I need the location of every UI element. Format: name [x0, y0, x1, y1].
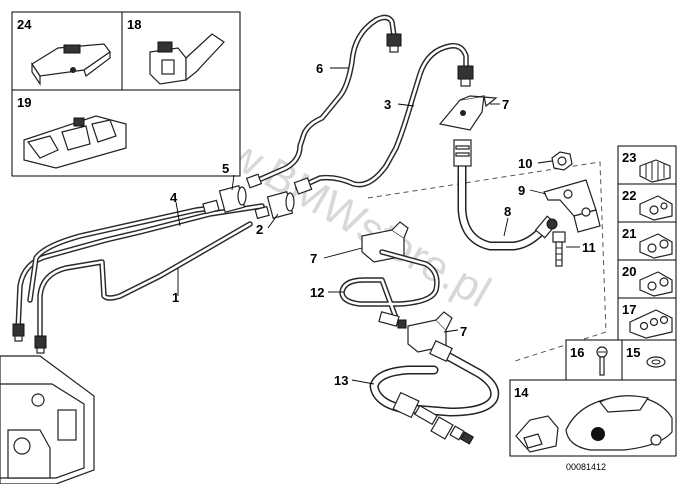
brake-hose-13 — [369, 340, 500, 445]
abs-unit — [0, 355, 95, 485]
callout-leaders — [175, 67, 580, 385]
box-label-22: 22 — [622, 188, 636, 203]
callout-5: 5 — [222, 161, 229, 176]
brake-line-3 — [293, 42, 474, 195]
bracket-7-top — [438, 95, 498, 131]
box-label-16: 16 — [570, 345, 584, 360]
inset-box-20: 20 — [617, 259, 677, 299]
callout-7-top: 7 — [502, 97, 509, 112]
inset-box-16: 16 — [565, 339, 623, 381]
brake-hose-8 — [453, 139, 558, 251]
inset-box-19: 19 — [11, 89, 241, 177]
brake-line-1 — [15, 203, 265, 345]
callout-6: 6 — [316, 61, 323, 76]
callout-2: 2 — [256, 222, 263, 237]
box-label-17: 17 — [622, 302, 636, 317]
box-label-18: 18 — [127, 17, 141, 32]
inset-box-23: 23 — [617, 145, 677, 185]
nut-10 — [551, 151, 573, 171]
box-label-24: 24 — [17, 17, 32, 32]
brake-line-4 — [27, 205, 215, 303]
box-label-19: 19 — [17, 95, 31, 110]
brake-line-12 — [339, 249, 440, 329]
callout-4: 4 — [170, 190, 178, 205]
dashed-region-outline — [367, 161, 607, 363]
box-label-14: 14 — [514, 385, 529, 400]
inset-box-15: 15 — [621, 339, 677, 381]
line-end-fittings — [12, 323, 47, 354]
callout-7-lower: 7 — [460, 324, 467, 339]
box-label-21: 21 — [622, 226, 636, 241]
bracket-9 — [543, 179, 601, 233]
inset-box-18: 18 — [121, 11, 241, 91]
callout-13: 13 — [334, 373, 348, 388]
callout-7-middle: 7 — [310, 251, 317, 266]
callout-12: 12 — [310, 285, 324, 300]
inset-box-22: 22 — [617, 183, 677, 223]
callout-8: 8 — [504, 204, 511, 219]
box-label-15: 15 — [626, 345, 640, 360]
inset-box-14: 14 — [509, 379, 677, 457]
reference-number: 00081412 — [566, 462, 606, 472]
connector-2 — [254, 191, 295, 220]
inset-box-17: 17 — [617, 297, 677, 341]
brake-line-6 — [245, 14, 402, 189]
connector-5 — [202, 185, 247, 215]
inset-box-24: 24 — [11, 11, 123, 91]
callout-1: 1 — [172, 290, 179, 305]
callout-10: 10 — [518, 156, 532, 171]
box-label-20: 20 — [622, 264, 636, 279]
callout-3: 3 — [384, 97, 391, 112]
inset-box-21: 21 — [617, 221, 677, 261]
callout-9: 9 — [518, 183, 525, 198]
bolt-11 — [552, 231, 566, 267]
callout-11: 11 — [582, 240, 596, 255]
box-label-23: 23 — [622, 150, 636, 165]
